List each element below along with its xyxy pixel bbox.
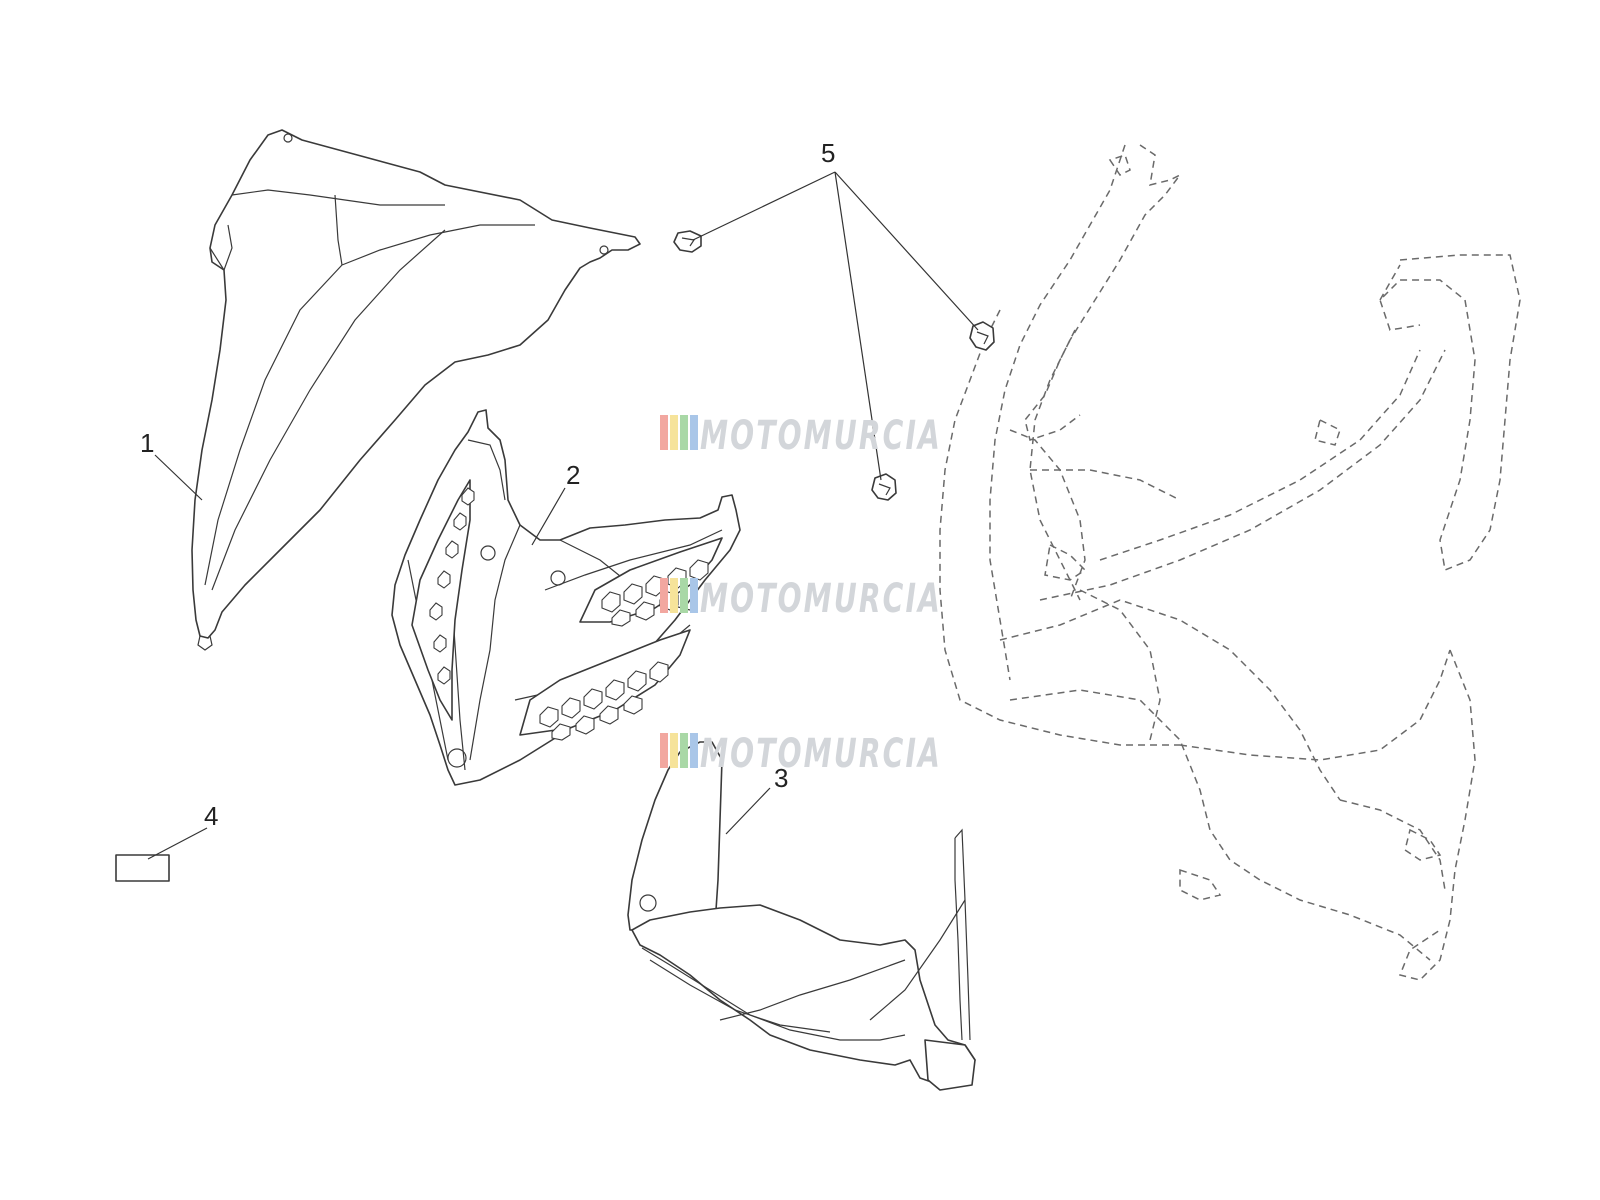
watermark-stripe <box>690 578 698 613</box>
part-5-clip-nut-b <box>969 321 995 351</box>
grille-mesh-lower <box>519 629 691 741</box>
callout-1: 1 <box>140 428 154 458</box>
leader-5c <box>834 171 882 481</box>
watermark-top: MOTOMURCIA <box>660 413 942 459</box>
callout-4: 4 <box>204 801 218 831</box>
part-5-clip-nut-a <box>673 230 702 253</box>
leader-lines <box>147 171 979 860</box>
part-1-front-cover <box>191 129 641 651</box>
grille-mesh-left <box>411 479 475 721</box>
part-3-inner-panel <box>627 741 976 1091</box>
leader-2 <box>531 487 566 546</box>
watermark-text: MOTOMURCIA <box>700 731 942 777</box>
part-4-decal <box>115 854 170 882</box>
watermark-text: MOTOMURCIA <box>700 576 942 622</box>
watermark-stripe <box>670 733 678 768</box>
callout-3: 3 <box>774 763 788 793</box>
leader-3 <box>725 787 771 835</box>
watermark-text: MOTOMURCIA <box>700 413 942 459</box>
callout-2: 2 <box>566 460 580 490</box>
watermark-stripe <box>680 415 688 450</box>
leader-5a <box>692 171 836 241</box>
watermark-stripe <box>680 578 688 613</box>
watermark-stripe <box>670 578 678 613</box>
watermark-stripe <box>690 733 698 768</box>
watermark-stripe <box>690 415 698 450</box>
watermark-stripe <box>660 415 668 450</box>
watermark-bottom: MOTOMURCIA <box>660 731 942 777</box>
leader-4 <box>147 827 208 860</box>
callout-5: 5 <box>821 138 835 168</box>
watermark-stripe <box>670 415 678 450</box>
part-5-clip-nut-c <box>871 473 897 501</box>
part-2-front-grille <box>391 409 741 786</box>
watermark-middle: MOTOMURCIA <box>660 576 942 622</box>
leader-5b <box>834 171 979 331</box>
leader-1 <box>154 454 203 501</box>
watermark-stripe <box>680 733 688 768</box>
watermark-stripe <box>660 733 668 768</box>
watermark-stripe <box>660 578 668 613</box>
ghost-reference-body <box>939 144 1521 981</box>
callout-numbers: 1 2 3 4 5 <box>140 138 835 831</box>
